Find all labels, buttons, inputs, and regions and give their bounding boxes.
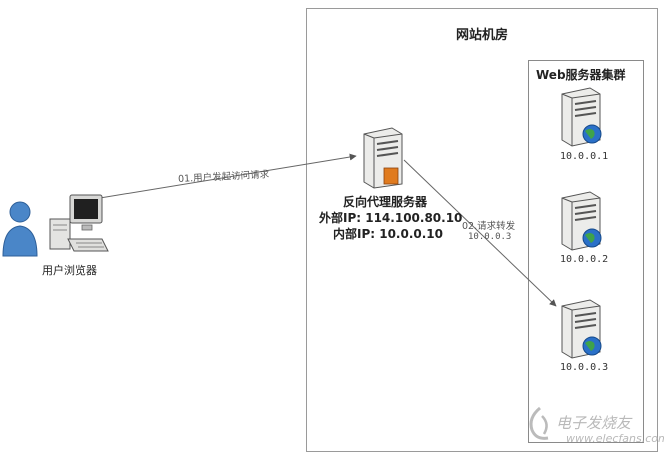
computer-icon <box>49 194 109 252</box>
request-arrow <box>99 153 357 199</box>
browser-label: 用户浏览器 <box>42 264 97 277</box>
proxy-external-ip: 外部IP: 114.100.80.10 <box>319 211 463 225</box>
server-room-title: 网站机房 <box>456 28 509 43</box>
web-cluster-boundary <box>528 60 644 443</box>
forward-arrow <box>403 159 557 307</box>
web-server-ip: 10.0.0.2 <box>560 254 609 265</box>
forward-target-ip: 10.0.0.3 <box>468 232 512 242</box>
user-icon <box>2 201 38 257</box>
web-server-icon <box>561 191 602 251</box>
proxy-server-name: 反向代理服务器 <box>343 195 428 209</box>
forward-step-label: 02.请求转发 <box>462 221 516 232</box>
server-room-boundary <box>306 8 658 452</box>
web-server-ip: 10.0.0.3 <box>560 362 609 373</box>
web-server-icon <box>561 87 602 147</box>
watermark-logo-icon <box>529 406 549 440</box>
proxy-server-icon <box>363 127 403 189</box>
proxy-internal-ip: 内部IP: 10.0.0.10 <box>333 227 444 241</box>
web-server-ip: 10.0.0.1 <box>560 151 609 162</box>
web-cluster-title: Web服务器集群 <box>536 68 626 82</box>
watermark-text: 电子发烧友 <box>556 414 632 432</box>
web-server-icon <box>561 299 602 359</box>
watermark-url: www.elecfans.com <box>566 432 664 445</box>
